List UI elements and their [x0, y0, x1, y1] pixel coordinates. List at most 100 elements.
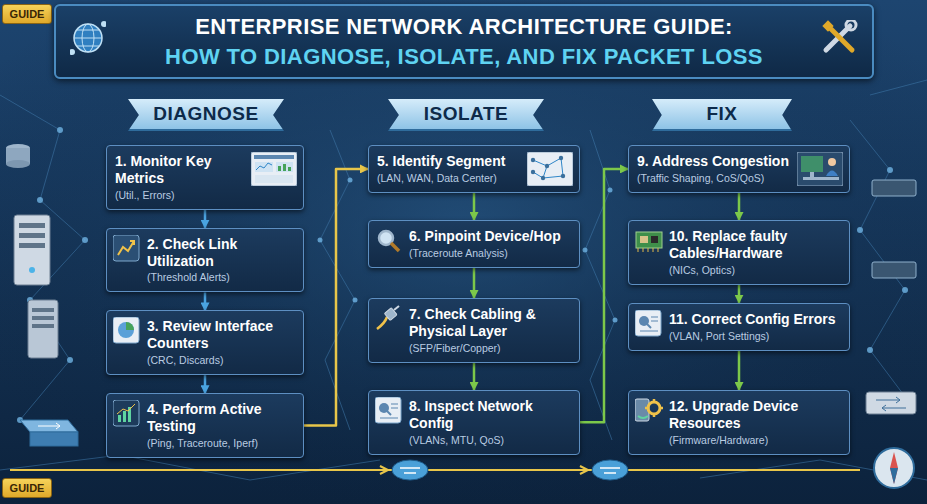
step-heading: 11. Correct Config Errors — [669, 311, 841, 328]
step-box: 10. Replace faulty Cables/Hardware(NICs,… — [628, 220, 850, 285]
art-shape — [118, 322, 134, 338]
art-shape — [67, 357, 73, 363]
step-detail: (SFP/Fiber/Copper) — [409, 342, 571, 355]
flow-connector — [204, 292, 207, 310]
art-shape — [585, 130, 615, 440]
ribbon-text: FIX — [674, 103, 770, 125]
art-shape — [32, 308, 54, 312]
router-icon — [592, 460, 628, 480]
art-shape — [850, 120, 915, 410]
step-detail: (Threshold Alerts) — [147, 271, 295, 284]
step-detail: (CRC, Discards) — [147, 354, 295, 367]
art-shape — [810, 172, 814, 177]
art-shape — [640, 317, 658, 331]
art-shape — [113, 400, 139, 426]
art-shape — [531, 170, 535, 174]
step-heading: 9. Address Congestion — [637, 153, 791, 170]
globe-icon — [70, 20, 106, 56]
art-shape — [902, 287, 908, 293]
art-shape — [592, 460, 628, 480]
art-shape — [822, 20, 833, 31]
art-shape — [14, 215, 50, 285]
flow-connector — [204, 375, 207, 393]
list-icon — [375, 397, 403, 425]
art-shape — [19, 223, 45, 228]
router-icon — [392, 460, 428, 480]
art-shape — [37, 197, 43, 203]
art-shape — [82, 237, 88, 243]
art-shape — [380, 404, 398, 418]
art-shape — [256, 163, 272, 170]
art-shape — [638, 416, 648, 418]
step-box: 11. Correct Config Errors(VLAN, Port Set… — [628, 303, 850, 351]
cable-icon — [375, 305, 403, 333]
step-detail: (LAN, WAN, Data Center) — [377, 172, 521, 185]
art-shape — [30, 432, 78, 446]
art-shape — [797, 152, 843, 186]
art-shape — [118, 241, 134, 255]
art-shape — [828, 158, 836, 166]
ribbon-text: GUIDE — [7, 8, 47, 20]
subtitle-line: HOW TO DIAGNOSE, ISOLATE, AND FIX PACKET… — [120, 42, 808, 72]
tools-icon — [822, 20, 858, 56]
art-shape — [640, 236, 648, 243]
art-shape — [541, 176, 545, 180]
chart-icon — [113, 400, 141, 428]
title-banner: ENTERPRISE NETWORK ARCHITECTURE GUIDE:HO… — [54, 4, 874, 79]
art-shape — [391, 243, 399, 251]
server-tower — [28, 300, 58, 358]
art-shape — [113, 317, 139, 343]
step-heading: 2. Check Link Utilization — [147, 236, 295, 270]
art-shape — [872, 180, 916, 196]
art-shape — [19, 233, 45, 238]
ribbon-text: DIAGNOSE — [150, 103, 262, 125]
step-heading: 8. Inspect Network Config — [409, 398, 571, 432]
flow-connector — [738, 193, 741, 220]
art-shape — [887, 167, 893, 173]
step-box: 5. Identify Segment(LAN, WAN, Data Cente… — [368, 145, 580, 193]
flow-connector — [473, 193, 476, 220]
art-shape — [828, 26, 852, 50]
map-icon — [527, 152, 573, 186]
art-shape — [801, 156, 823, 172]
step-box: 12. Upgrade Device Resources(Firmware/Ha… — [628, 390, 850, 455]
step-box: 4. Perform Active Testing(Ping, Tracerou… — [106, 393, 304, 458]
step-box: 3. Review Interface Counters(CRC, Discar… — [106, 310, 304, 375]
flow-connector — [738, 351, 741, 390]
art-shape — [531, 158, 535, 162]
art-shape — [118, 415, 121, 422]
art-shape — [387, 411, 391, 415]
art-shape — [613, 318, 618, 323]
art-shape — [74, 30, 102, 46]
art-shape — [628, 469, 860, 471]
art-shape — [283, 164, 286, 171]
art-shape — [857, 227, 863, 233]
art-shape — [400, 468, 420, 473]
flow-connector — [204, 210, 207, 228]
step-heading: 1. Monitor Key Metrics — [115, 153, 245, 187]
art-shape — [10, 466, 860, 474]
art-shape — [19, 243, 45, 248]
art-shape — [874, 448, 914, 488]
art-shape — [559, 156, 563, 160]
art-shape — [288, 167, 291, 171]
step-box: 1. Monitor Key Metrics(Util., Errors) — [106, 145, 304, 210]
desk-icon — [797, 152, 843, 186]
step-detail: (Firmware/Hardware) — [669, 434, 841, 447]
step-box: 8. Inspect Network Config(VLANs, MTU, Qo… — [368, 390, 580, 455]
art-shape — [846, 20, 856, 30]
art-shape — [638, 248, 658, 252]
art-shape — [583, 248, 588, 253]
art-shape — [636, 232, 662, 248]
art-shape — [561, 174, 565, 178]
step-box: 7. Check Cabling & Physical Layer(SFP/Fi… — [368, 298, 580, 363]
art-shape — [890, 468, 898, 484]
art-shape — [276, 162, 293, 172]
art-shape — [353, 298, 358, 303]
art-shape — [876, 397, 906, 411]
guide-tag: GUIDE — [2, 4, 52, 24]
database-icon — [6, 144, 30, 168]
